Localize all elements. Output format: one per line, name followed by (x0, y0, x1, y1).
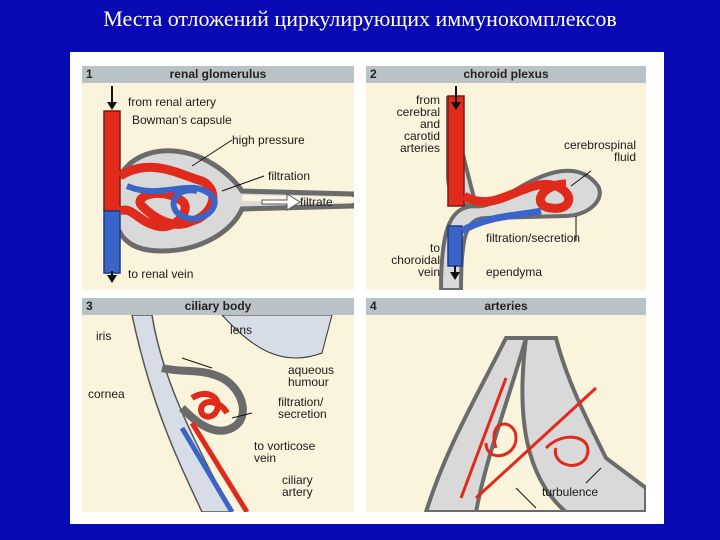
label-cerebrospinal: cerebrospinal (563, 138, 636, 152)
slide-title: Места отложений циркулирующих иммунокомп… (103, 6, 617, 31)
panel-number: 1 (86, 67, 93, 81)
label-from-arteries-4: carotid (403, 129, 440, 143)
label-to-choroidal-vein-1: to (429, 241, 440, 255)
label-ciliary: ciliary (282, 473, 313, 487)
label-aqueous: aqueous (288, 363, 335, 377)
label-to-vorticose: to vorticose (254, 439, 316, 453)
label-to-choroidal-vein-3: vein (417, 265, 440, 279)
label-from-arteries-3: and (419, 117, 440, 131)
label-from-arteries-2: cerebral (396, 105, 440, 119)
panel-header: 2 choroid plexus (366, 66, 646, 83)
label-from-arteries-1: from (416, 93, 440, 107)
label-ependyma: ependyma (486, 265, 543, 279)
panel-choroid-plexus: 2 choroid plexus from cerebral and carot… (366, 66, 646, 290)
choroid-plexus-illustration (438, 86, 602, 290)
figure-sheet: 1 renal glomerulus from renal artery Bow… (70, 52, 664, 524)
label-filtration: filtration/ (278, 395, 324, 409)
label-filtrate: filtrate (300, 195, 333, 209)
label-filtration: filtration (268, 169, 311, 183)
panel-arteries: 4 arteries turbulence (366, 298, 646, 512)
panel-number: 3 (86, 299, 93, 313)
label-vein: vein (254, 451, 277, 465)
panel-title: renal glomerulus (169, 67, 267, 81)
panel-renal-glomerulus: 1 renal glomerulus from renal artery Bow… (82, 66, 354, 290)
panel-title: arteries (484, 299, 528, 313)
label-to-renal-vein: to renal vein (128, 267, 194, 281)
panel-title: choroid plexus (463, 67, 549, 81)
label-fluid: fluid (613, 150, 636, 164)
panel-number: 2 (370, 67, 377, 81)
panel-ciliary-body: 3 ciliary body iris lens aqueous humour … (82, 298, 354, 512)
label-humour: humour (288, 375, 329, 389)
label-iris: iris (96, 329, 112, 343)
label-turbulence: turbulence (542, 485, 599, 499)
label-lens: lens (230, 323, 253, 337)
glomerulus-illustration (103, 86, 354, 283)
label-from-renal-artery: from renal artery (128, 95, 217, 109)
arteries-illustration (423, 336, 646, 512)
label-high-pressure: high pressure (232, 133, 305, 147)
label-artery: artery (282, 485, 313, 499)
panel-header: 3 ciliary body (82, 298, 354, 315)
label-filtration-secretion: filtration/secretion (486, 231, 581, 245)
label-cornea: cornea (88, 387, 125, 401)
label-from-arteries-5: arteries (399, 141, 440, 155)
label-to-choroidal-vein-2: choroidal (391, 253, 440, 267)
label-bowmans-capsule: Bowman's capsule (132, 113, 232, 127)
ciliary-body-illustration (131, 314, 333, 512)
panel-number: 4 (370, 299, 377, 313)
panel-title: ciliary body (184, 299, 252, 313)
label-secretion: secretion (278, 407, 327, 421)
panel-header: 4 arteries (366, 298, 646, 315)
panel-header: 1 renal glomerulus (82, 66, 354, 83)
